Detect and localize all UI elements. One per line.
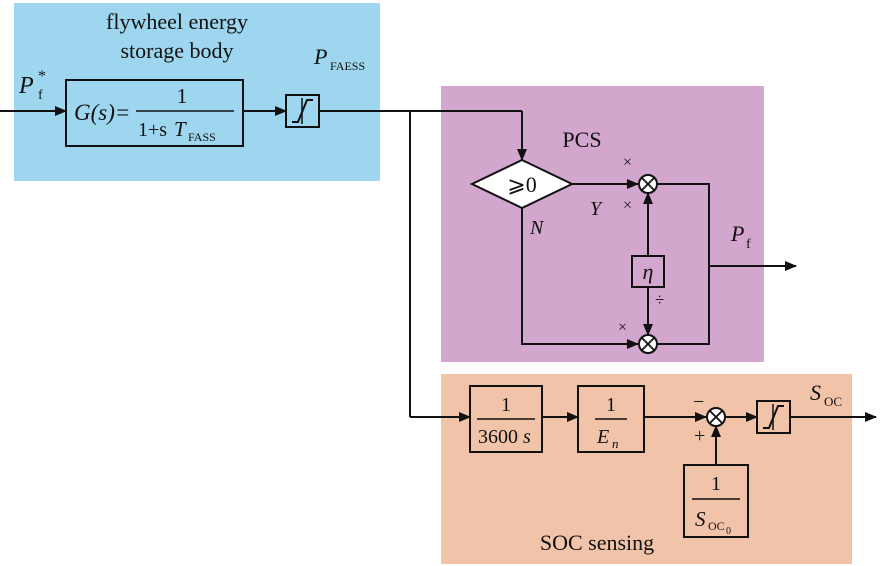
integrator-numerator: 1 [501, 394, 511, 416]
no-branch-line [521, 208, 639, 349]
input-signal-label: P * f [18, 68, 46, 103]
transfer-function-denominator-prefix: 1+s [138, 119, 167, 141]
sum-minus-sign: − [693, 391, 704, 413]
upper-multiplier [638, 174, 658, 194]
transfer-function-numerator: 1 [177, 84, 188, 108]
divide-sign: ÷ [655, 290, 664, 309]
decision-label: ⩾0 [507, 172, 536, 197]
integrator-denominator: 3600 [478, 426, 518, 448]
energy-numerator: 1 [606, 394, 616, 416]
input-signal-superscript: * [38, 68, 46, 85]
lower-mult-sign: × [618, 319, 627, 336]
soc-summing-junction [706, 407, 726, 427]
input-signal-subscript: f [38, 88, 43, 103]
yes-label: Y [590, 198, 603, 220]
energy-capacity-block [577, 385, 645, 453]
energy-denominator-subscript: n [612, 436, 619, 451]
soc-output-subscript: OC [824, 394, 842, 409]
efficiency-symbol: η [643, 259, 654, 284]
initial-soc-denominator-sub: OC [708, 519, 725, 533]
no-label: N [529, 217, 545, 239]
sum-plus-sign: + [694, 425, 705, 447]
pcs-panel [441, 86, 764, 362]
upper-mult-sign-bottom: × [623, 197, 632, 214]
integrator-block [469, 385, 543, 453]
storage-panel-title-line1: flywheel energy [106, 9, 248, 34]
storage-panel-title-line2: storage body [120, 38, 233, 63]
lower-multiplier [638, 334, 658, 354]
energy-denominator: E [596, 426, 609, 448]
input-signal-symbol: P [18, 73, 34, 99]
soc-output-symbol: S [810, 380, 821, 405]
storage-body-panel [14, 3, 380, 181]
upper-mult-output-line [657, 183, 710, 345]
faess-signal-subscript: FAESS [330, 59, 365, 73]
faess-signal-symbol: P [313, 44, 327, 69]
upper-mult-sign-top: × [623, 154, 632, 171]
pcs-output-symbol: P [730, 221, 744, 246]
soc-panel-title: SOC sensing [540, 530, 654, 555]
transfer-function-lhs: G(s)= [74, 100, 130, 125]
pcs-output-subscript: f [746, 237, 751, 252]
integrator-variable: s [523, 426, 531, 448]
initial-soc-denominator: S [695, 507, 706, 531]
pcs-panel-title: PCS [562, 127, 601, 152]
transfer-function-block [65, 79, 244, 147]
initial-soc-numerator: 1 [711, 473, 721, 495]
transfer-function-denominator-symbol: T [174, 117, 187, 141]
initial-soc-denominator-subsub: 0 [726, 526, 731, 537]
transfer-function-denominator-subscript: FASS [188, 130, 216, 144]
